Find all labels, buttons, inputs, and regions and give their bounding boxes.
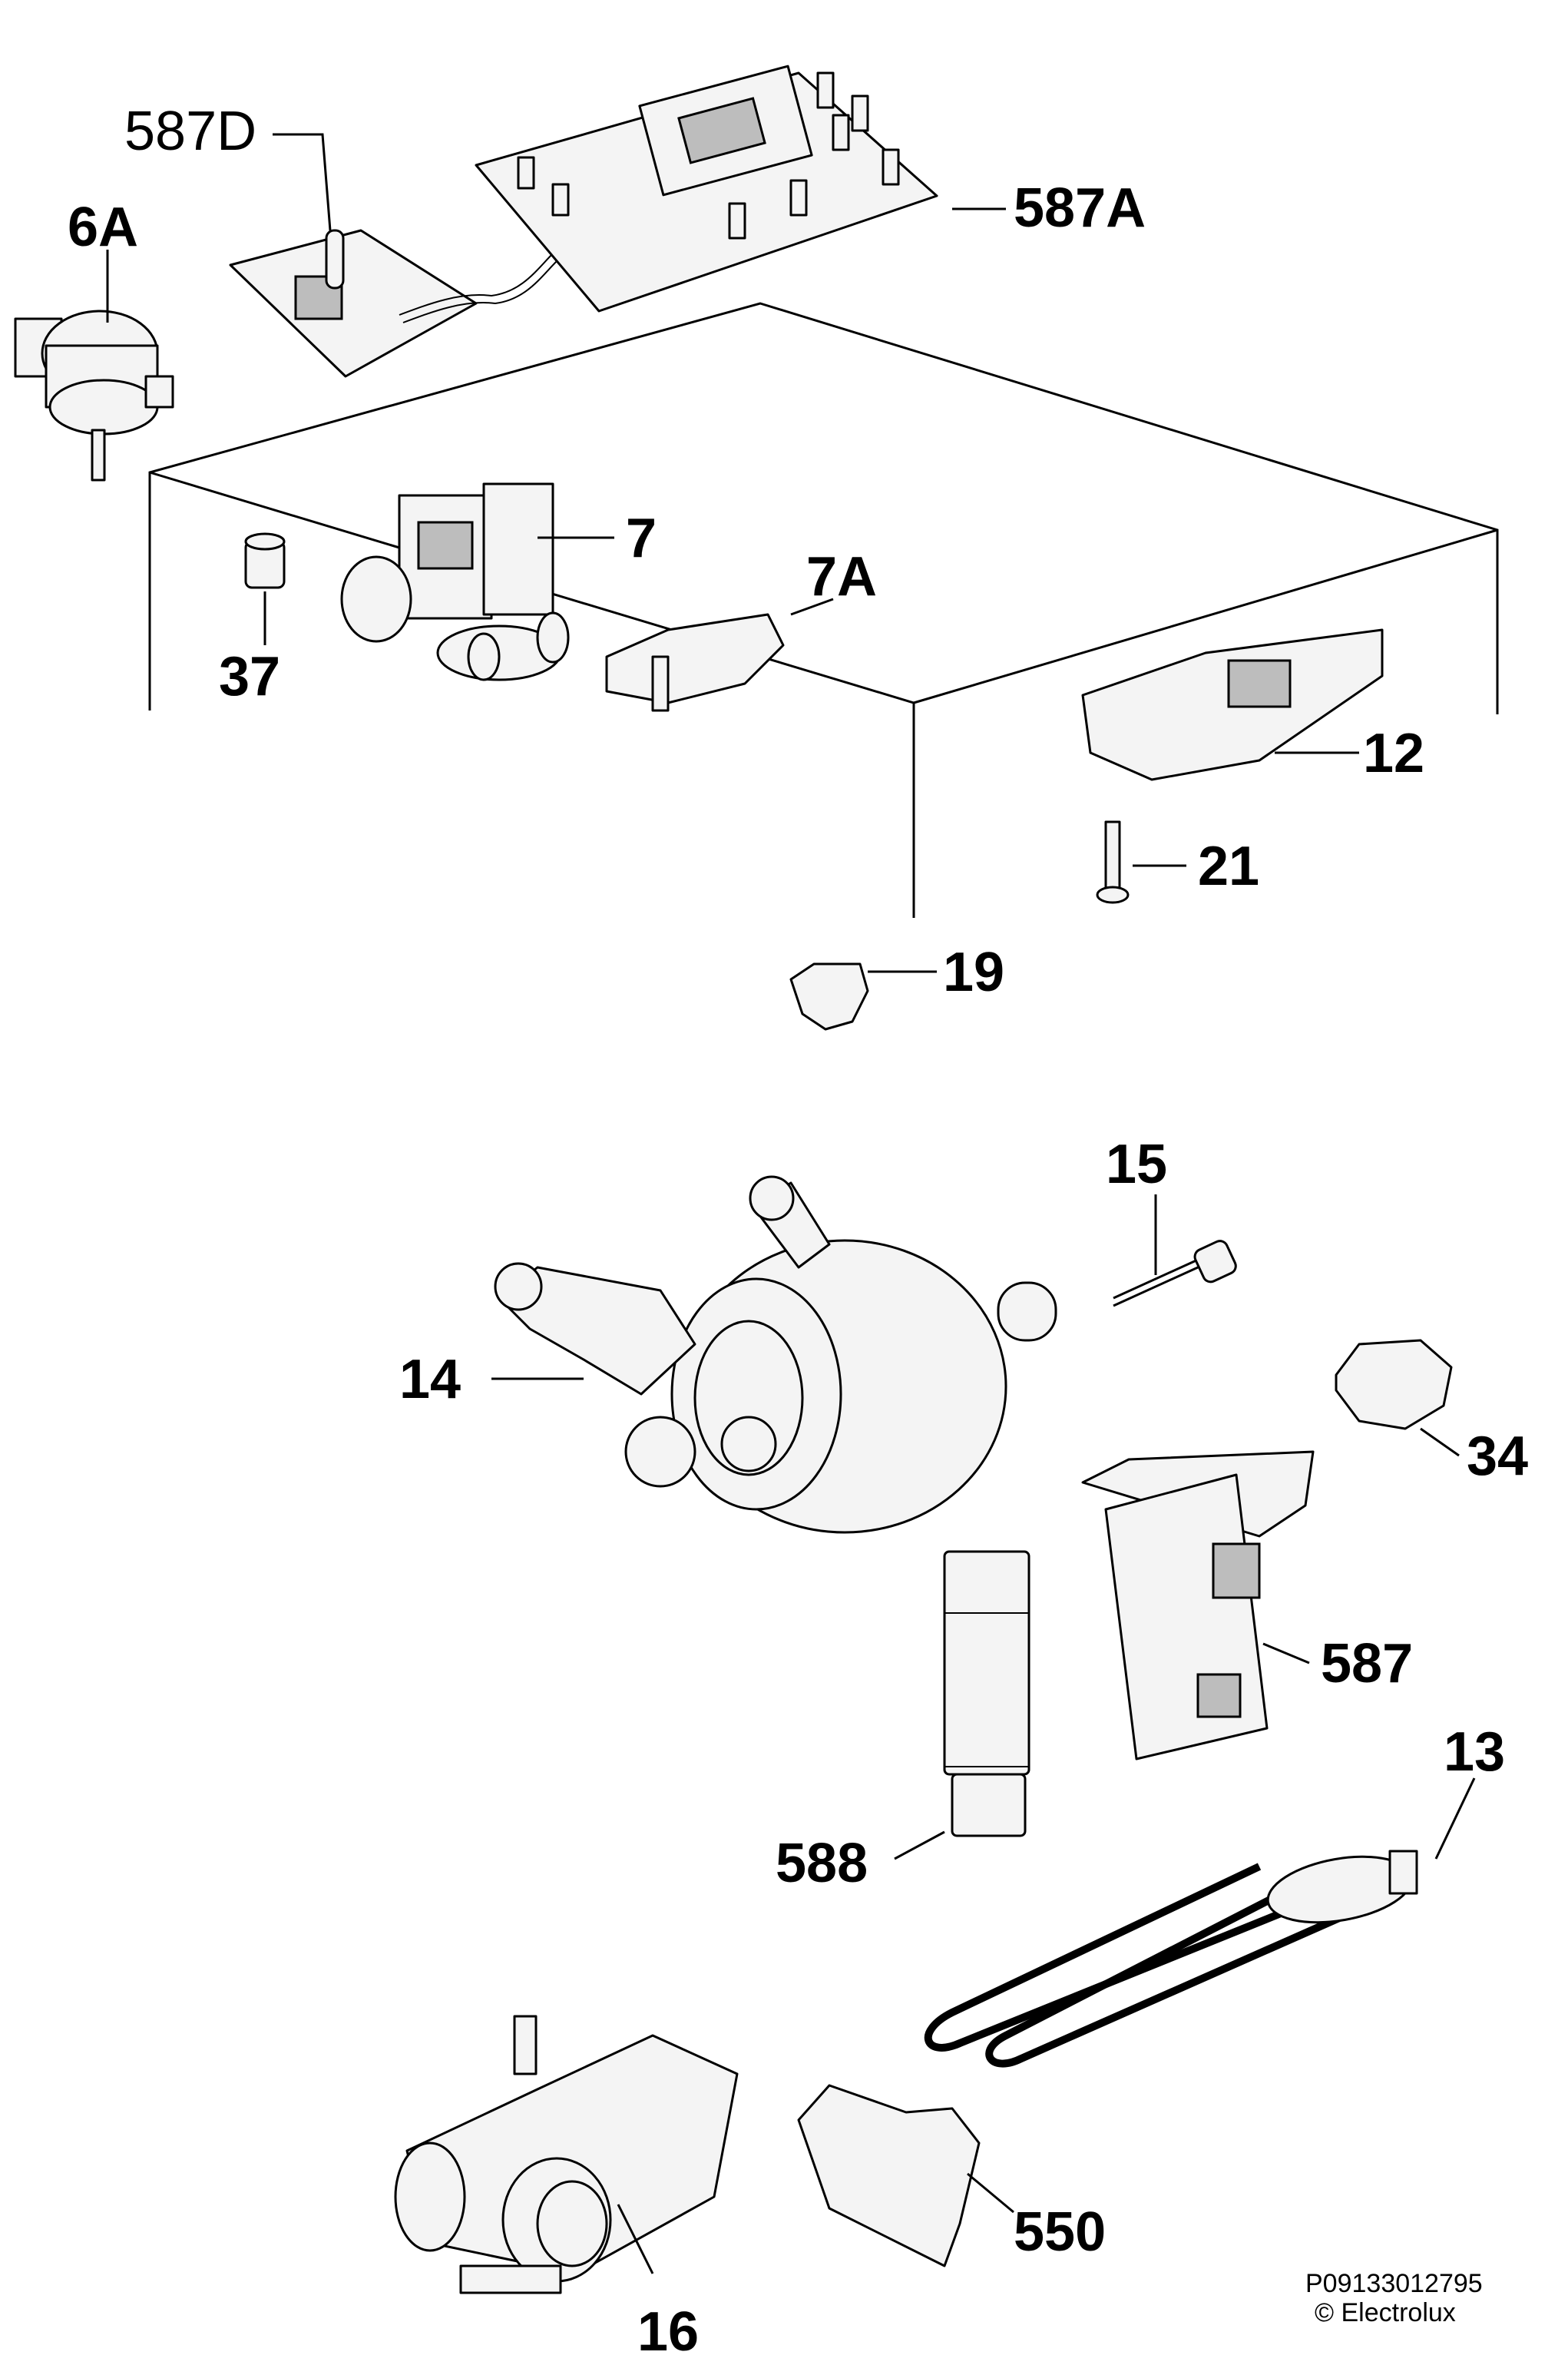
- part-587D-selector-board: [229, 229, 557, 378]
- label-12: 12: [1363, 723, 1424, 784]
- part-37-inlet-filter: [244, 532, 286, 589]
- label-16: 16: [637, 2301, 699, 2363]
- label-587: 587: [1321, 1633, 1413, 1694]
- leader-lines: [106, 133, 1476, 2274]
- label-587D: 587D: [124, 101, 256, 162]
- label-19: 19: [943, 942, 1004, 1003]
- part-588-noise-filter: [943, 1550, 1030, 1837]
- footer: P09133012795 © Electrolux: [1305, 2269, 1483, 2327]
- part-7A-valve-bracket: [605, 613, 785, 712]
- label-6A: 6A: [68, 197, 138, 258]
- part-6A-pressure-switch: [14, 310, 174, 482]
- part-19-clip: [789, 962, 869, 1031]
- part-34-clip: [1335, 1339, 1453, 1430]
- part-15-screw: [1113, 1240, 1237, 1307]
- label-588: 588: [776, 1833, 868, 1894]
- part-7-inlet-valve: [340, 482, 570, 681]
- part-21-screw: [1096, 820, 1130, 904]
- part-587A-ui-board: [475, 65, 938, 313]
- label-37: 37: [219, 646, 280, 707]
- label-587A: 587A: [1014, 177, 1146, 239]
- board-buttons: [517, 71, 900, 240]
- label-13: 13: [1444, 1721, 1505, 1783]
- part-587-electronic-module: [1081, 1450, 1315, 1761]
- label-34: 34: [1467, 1426, 1528, 1487]
- label-14: 14: [399, 1349, 461, 1410]
- label-21: 21: [1198, 836, 1259, 897]
- label-550: 550: [1014, 2201, 1106, 2263]
- part-14-motor: [494, 1175, 1057, 1534]
- part-12-bracket: [1081, 628, 1384, 781]
- copyright: © Electrolux: [1315, 2298, 1456, 2327]
- part-550-filter-insert: [797, 2084, 981, 2267]
- label-7: 7: [626, 508, 657, 569]
- label-15: 15: [1106, 1134, 1167, 1195]
- reference-code: P09133012795: [1305, 2269, 1483, 2298]
- part-labels: 587D 6A 587A 7 7A 37 12 21 19 15 14 34 5…: [68, 101, 1528, 2363]
- part-16-drain-pump: [394, 2015, 739, 2294]
- part-13-heating-element: [924, 1850, 1418, 2068]
- label-7A: 7A: [806, 546, 877, 608]
